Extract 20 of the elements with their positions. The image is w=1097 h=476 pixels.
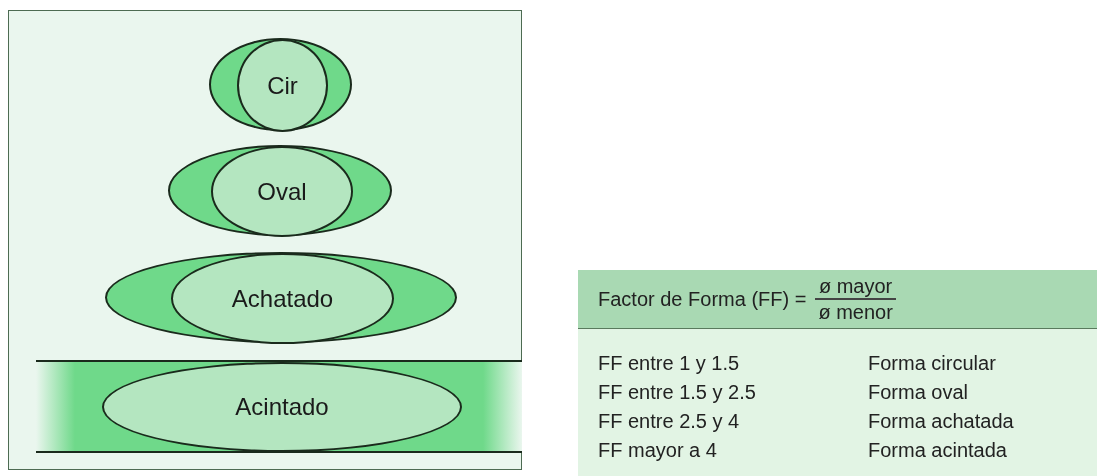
- table-cell-text: FF entre 1.5 y 2.5: [598, 380, 757, 405]
- table-cell-text: FF entre 2.5 y 4: [598, 409, 741, 434]
- table-cell-text: FF mayor a 4: [598, 438, 718, 463]
- numerator: ø mayor: [814, 274, 897, 300]
- shape-label: Oval: [257, 176, 307, 207]
- shape-label: Acintado: [235, 392, 329, 422]
- denominator: ø menor: [817, 300, 894, 324]
- table-cell-text: Forma circular: [868, 351, 997, 376]
- band: [36, 360, 522, 453]
- table-cell-text: Forma acintada: [868, 438, 1008, 463]
- shape-label: Cir: [267, 70, 298, 101]
- table-cell-text: FF entre 1 y 1.5: [598, 351, 741, 376]
- table-cell-text: Forma achatada: [868, 409, 1015, 434]
- inner-ellipse: [237, 39, 328, 132]
- table-body: [578, 329, 1097, 476]
- formula-header: [578, 270, 1097, 329]
- panel-background: [8, 10, 522, 470]
- table-cell-text: Forma oval: [868, 380, 970, 405]
- shape-label: Achatado: [231, 283, 334, 314]
- formula-text: Factor de Forma (FF) =: [598, 287, 807, 312]
